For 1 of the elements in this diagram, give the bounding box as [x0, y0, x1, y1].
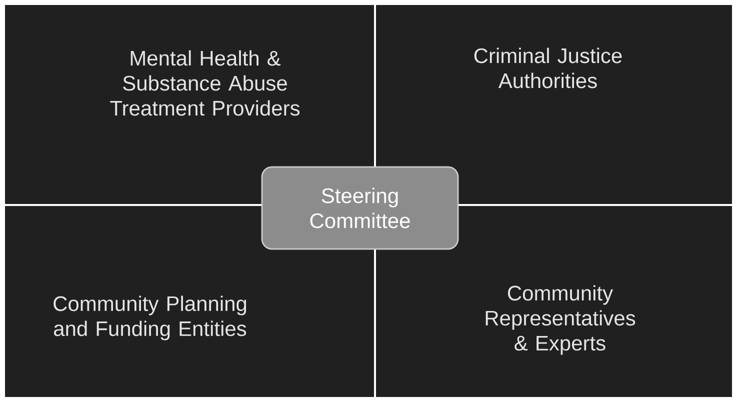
- center-box: Steering Committee: [261, 166, 459, 250]
